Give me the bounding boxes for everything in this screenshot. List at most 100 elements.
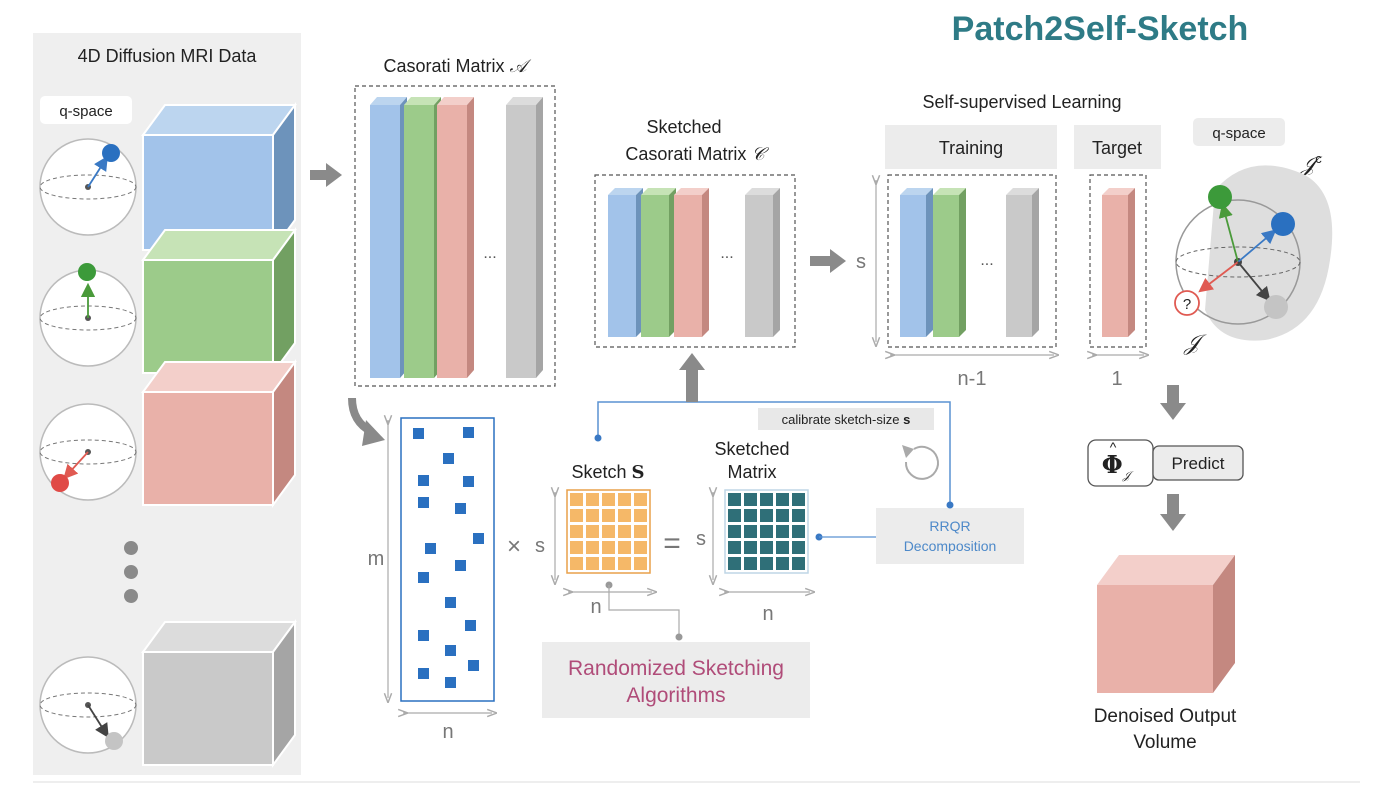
training-frame [887, 174, 1057, 348]
target-column [1102, 188, 1135, 337]
calibrate-label: calibrate sketch-size s [782, 412, 911, 427]
sketched-grid-cell [792, 557, 805, 570]
sketch-grid-cell [570, 557, 583, 570]
rrqr-box [876, 508, 1024, 564]
data-matrix-entries [413, 427, 484, 688]
volume-cube-blue [141, 101, 297, 254]
sketch-grid-cell [602, 541, 615, 554]
arrow-to-casorati [310, 163, 342, 187]
qspace-sphere-blue-icon [39, 138, 137, 236]
target-header [1074, 125, 1161, 169]
sketched-grid-cell [776, 525, 789, 538]
arrow-to-output [1160, 494, 1186, 531]
sketch-grid-cell [586, 493, 599, 506]
arrow-to-predict [1160, 385, 1186, 420]
sketch-grid-cell [586, 557, 599, 570]
sketch-grid-cell [602, 493, 615, 506]
sketch-grid-cell [570, 525, 583, 538]
sketched-casorati-dots: ... [720, 245, 733, 262]
sketched-grid-cell [776, 557, 789, 570]
sketch-grid-cell [586, 541, 599, 554]
output-label-line2: Volume [1133, 732, 1196, 753]
sketch-grid-cell [602, 509, 615, 522]
sketched-grid-cell [760, 493, 773, 506]
training-n-minus-1-label: n-1 [958, 368, 987, 390]
sketched-grid-cell [744, 541, 757, 554]
sketch-grid-cell [618, 493, 631, 506]
sketched-n-dimension-label: n [762, 603, 773, 625]
rrqr-connector [815, 533, 876, 541]
casorati-dots: ... [483, 245, 496, 262]
qspace-right-label: q-space [1212, 125, 1265, 142]
sketched-grid-cell [792, 493, 805, 506]
sketch-grid-cell [586, 509, 599, 522]
calibrate-tag [758, 408, 934, 430]
training-columns [900, 188, 1039, 337]
training-label: Training [939, 138, 1003, 158]
sketched-casorati-label-2: Casorati Matrix 𝒞 [625, 144, 769, 165]
sketch-grid-cell [634, 557, 647, 570]
target-one-label: 1 [1111, 368, 1122, 390]
sketched-grid-cell [776, 509, 789, 522]
casorati-columns [370, 97, 543, 378]
rrqr-line2: Decomposition [904, 538, 997, 554]
sketched-grid-cell [728, 557, 741, 570]
sketched-grid-cell [760, 525, 773, 538]
sketch-grid-cell [618, 509, 631, 522]
volume-cube-green [141, 226, 297, 377]
sketched-grid-cell [744, 525, 757, 538]
target-frame [1089, 174, 1147, 348]
sketched-grid-cell [760, 509, 773, 522]
question-mark: ? [1183, 296, 1191, 313]
sketch-grid-cell [634, 525, 647, 538]
sketch-grid-cell [570, 541, 583, 554]
sketched-grid-cell [792, 525, 805, 538]
sketch-grid-cell [570, 509, 583, 522]
predict-label: Predict [1172, 454, 1225, 473]
sketch-grid-cell [618, 541, 631, 554]
randomized-connector [605, 581, 683, 641]
casorati-frame [354, 85, 556, 387]
qspace-sphere-red-icon [39, 403, 137, 501]
sketched-grid-cell [728, 493, 741, 506]
target-label: Target [1092, 138, 1142, 158]
sketch-grid-cell [602, 557, 615, 570]
sketched-grid-cell [776, 493, 789, 506]
sketched-matrix-label-2: Matrix [728, 462, 777, 482]
qspace-sphere-gray-icon [39, 656, 137, 754]
qspace-right-sphere-icon [1174, 165, 1333, 341]
sketch-label: Sketch S [571, 462, 644, 483]
denoised-output-cube [1097, 555, 1235, 693]
sketched-grid-cell [760, 557, 773, 570]
sketched-casorati-columns [608, 188, 780, 337]
sketch-matrix-grid [566, 489, 651, 574]
calibrate-feedback-line [594, 401, 954, 509]
sketch-grid-cell [634, 493, 647, 506]
sketched-grid-cell [744, 557, 757, 570]
training-dots: ... [980, 252, 993, 269]
sketch-grid-cell [586, 525, 599, 538]
n-dimension-label-data: n [442, 721, 453, 743]
multiply-sign: × [507, 533, 521, 560]
sketched-grid-cell [744, 509, 757, 522]
sketched-grid-cell [728, 541, 741, 554]
sketched-grid-cell [760, 541, 773, 554]
arrow-up-to-sketched [679, 353, 705, 402]
sketched-matrix-grid [724, 489, 809, 574]
sketch-n-dimension-label: n [590, 596, 601, 618]
sketch-grid-cell [634, 541, 647, 554]
sketch-s-label: s [535, 535, 545, 557]
qspace-tag [40, 96, 132, 124]
output-label-line1: Denoised Output [1094, 706, 1237, 727]
sketch-grid-cell [570, 493, 583, 506]
j-label: 𝒥 [1183, 331, 1207, 356]
curved-arrow-down [348, 397, 385, 446]
mri-data-heading: 4D Diffusion MRI Data [78, 46, 258, 66]
qspace-right-tag [1193, 118, 1285, 146]
randomized-sketching-line2: Algorithms [626, 684, 725, 707]
sketched-grid-cell [728, 509, 741, 522]
sketch-grid-cell [602, 525, 615, 538]
sketch-grid-cell [618, 525, 631, 538]
volume-cube-red [141, 358, 297, 509]
